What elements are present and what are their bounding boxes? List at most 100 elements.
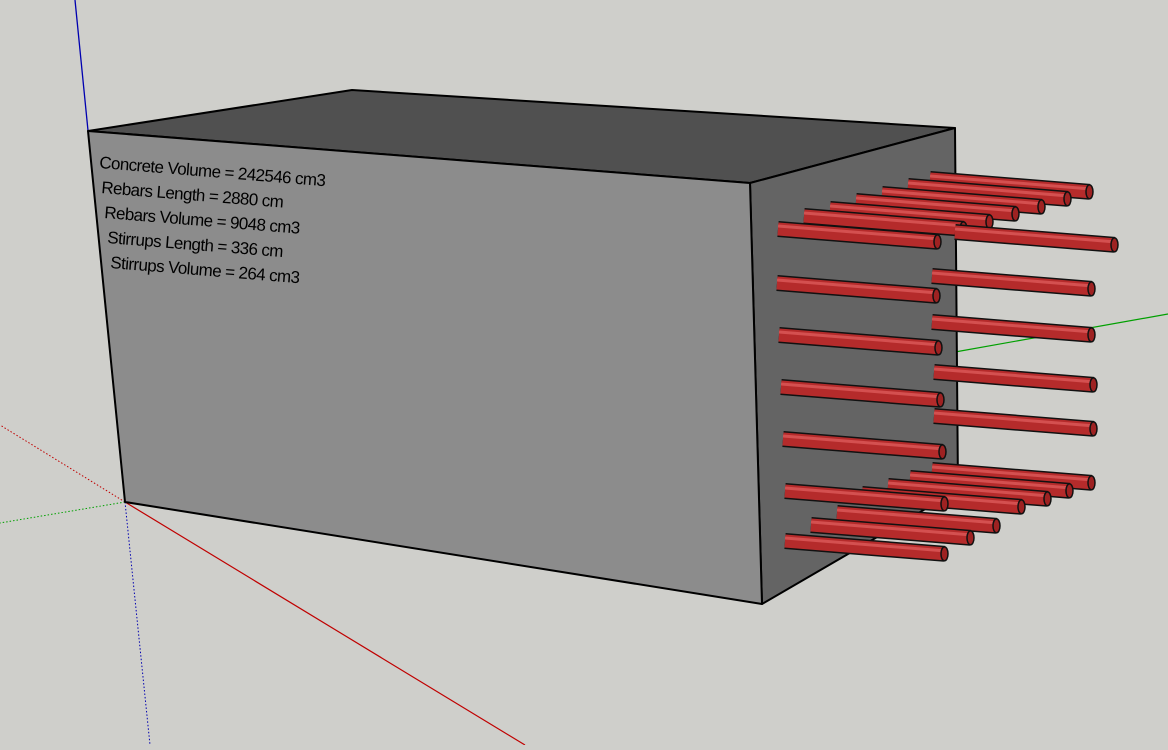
blue-axis-hidden — [124, 501, 151, 746]
rebar-end-cap — [1037, 199, 1046, 215]
rebar-body — [931, 315, 1093, 342]
rebar-body — [931, 269, 1093, 296]
rebar-body — [907, 179, 1069, 206]
rebar-body — [933, 365, 1095, 392]
rebar-highlight — [931, 271, 1092, 288]
rebar-body — [778, 328, 940, 355]
rebar-end-cap — [992, 518, 1001, 534]
rebar-body — [929, 172, 1091, 199]
rebar-highlight — [887, 481, 1048, 498]
rebar[interactable] — [810, 517, 975, 546]
rebar-end-cap — [938, 444, 947, 460]
rebar[interactable] — [933, 364, 1098, 393]
rebar-body — [780, 380, 942, 407]
rebar-end-cap — [934, 340, 943, 356]
concrete-block[interactable] — [87, 89, 959, 605]
rebar-body — [887, 479, 1049, 506]
red-axis — [124, 501, 526, 746]
rebar[interactable] — [933, 408, 1098, 437]
rebar-end-cap — [1087, 281, 1096, 297]
rebar-end-cap — [940, 546, 949, 562]
rebar-body — [777, 222, 939, 249]
rebar[interactable] — [929, 171, 1094, 200]
rebar-highlight — [836, 508, 997, 525]
rebar-highlight — [784, 536, 945, 553]
rebar-highlight — [931, 317, 1092, 334]
rebar-highlight — [909, 473, 1070, 490]
rebar-end-cap — [1011, 206, 1020, 222]
rebar[interactable] — [954, 224, 1119, 253]
rebar-highlight — [829, 204, 990, 221]
rebar[interactable] — [887, 478, 1052, 507]
rebar-body — [784, 484, 946, 511]
rebar-end-cap — [932, 288, 941, 304]
rebar[interactable] — [780, 379, 945, 408]
rebar-highlight — [954, 227, 1115, 244]
rebar-end-cap — [966, 530, 975, 546]
rebar-highlight — [929, 174, 1090, 191]
rebar[interactable] — [776, 275, 941, 304]
rebar-end-cap — [1017, 499, 1026, 515]
rebar[interactable] — [855, 193, 1020, 222]
rebar-highlight — [933, 367, 1094, 384]
rebar[interactable] — [784, 483, 949, 512]
rebar-highlight — [881, 189, 1042, 206]
rebar-highlight — [855, 196, 1016, 213]
rebar-end-cap — [1043, 491, 1052, 507]
rebar[interactable] — [782, 431, 947, 460]
red-axis-hidden — [0, 424, 126, 503]
rebar[interactable] — [784, 533, 949, 562]
rebar-body — [836, 506, 998, 533]
rebars[interactable] — [776, 171, 1119, 562]
rebar-highlight — [784, 486, 945, 503]
rebar-highlight — [907, 181, 1068, 198]
rebar-body — [954, 225, 1116, 252]
block-front-face[interactable] — [87, 130, 763, 605]
rebar[interactable] — [881, 186, 1046, 215]
rebar[interactable] — [778, 327, 943, 356]
rebar-end-cap — [933, 234, 942, 250]
rebar-end-cap — [1089, 421, 1098, 437]
green-axis-hidden — [0, 501, 126, 524]
rebar-body — [881, 187, 1043, 214]
rebar-highlight — [776, 278, 937, 295]
rebar-highlight — [933, 411, 1094, 428]
rebar-body — [931, 463, 1093, 490]
rebar-highlight — [780, 382, 941, 399]
rebar-end-cap — [1085, 184, 1094, 200]
rebar-body — [810, 518, 972, 545]
rebar-highlight — [810, 520, 971, 537]
rebar-body — [784, 534, 946, 561]
rebar-highlight — [778, 330, 939, 347]
rebar[interactable] — [829, 201, 994, 230]
rebar[interactable] — [931, 462, 1096, 491]
quantity-labels: Concrete Volume = 242546 cm3 Rebars Leng… — [99, 153, 326, 287]
rebar-highlight — [931, 465, 1092, 482]
rebar-end-cap — [936, 392, 945, 408]
rebar-end-cap — [940, 496, 949, 512]
rebar[interactable] — [777, 221, 942, 250]
rebar-body — [909, 471, 1071, 498]
rebar[interactable] — [909, 470, 1074, 499]
rebar-end-cap — [1110, 237, 1119, 253]
rebar-body — [829, 202, 991, 229]
rebar-highlight — [803, 211, 964, 228]
rebar[interactable] — [931, 314, 1096, 343]
rebar-highlight — [777, 224, 938, 241]
rebar-body — [776, 276, 938, 303]
rebar-end-cap — [1063, 191, 1072, 207]
rebar-end-cap — [1065, 483, 1074, 499]
rebar-body — [803, 209, 965, 236]
rebar-end-cap — [1087, 327, 1096, 343]
rebar-end-cap — [1087, 475, 1096, 491]
rebar-end-cap — [1089, 377, 1098, 393]
rebar-body — [933, 409, 1095, 436]
rebar[interactable] — [931, 268, 1096, 297]
rebar[interactable] — [907, 178, 1072, 207]
rebar-highlight — [782, 434, 943, 451]
rebar-body — [855, 194, 1017, 221]
rebar[interactable] — [836, 505, 1001, 534]
rebar-body — [782, 432, 944, 459]
